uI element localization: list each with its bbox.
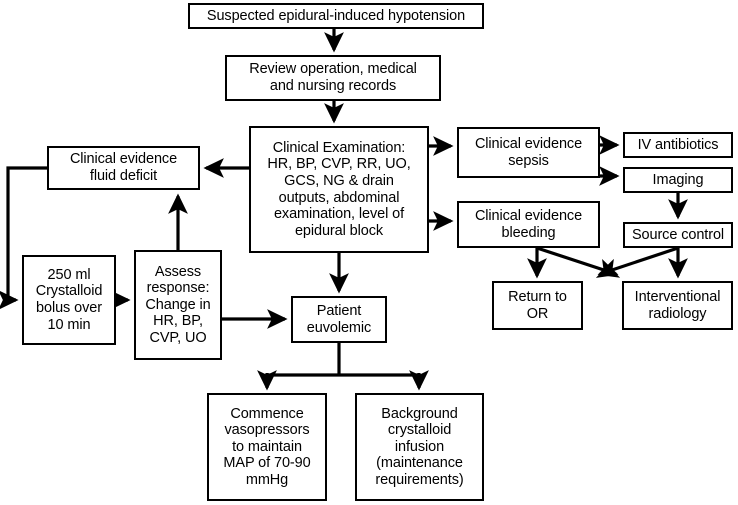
node-label: Patient euvolemic: [306, 302, 372, 336]
node-clinical-examination[interactable]: Clinical Examination: HR, BP, CVP, RR, U…: [249, 126, 429, 253]
node-assess-response[interactable]: Assess response: Change in HR, BP, CVP, …: [134, 250, 222, 360]
node-label: Return to OR: [508, 288, 567, 322]
node-iv-antibiotics[interactable]: IV antibiotics: [623, 132, 733, 158]
node-label: Source control: [631, 226, 725, 243]
edge-source-control-to-return-or: [597, 246, 679, 278]
edge-bleeding-to-interventional-radiology: [536, 246, 619, 278]
node-label: Clinical evidence fluid deficit: [69, 151, 178, 184]
node-background-crystalloid-infusion[interactable]: Background crystalloid infusion (mainten…: [355, 393, 484, 501]
node-label: Clinical evidence bleeding: [474, 207, 583, 241]
node-interventional-radiology[interactable]: Interventional radiology: [622, 281, 733, 330]
node-return-to-or[interactable]: Return to OR: [492, 281, 583, 330]
node-source-control[interactable]: Source control: [623, 222, 733, 248]
node-crystalloid-bolus[interactable]: 250 ml Crystalloid bolus over 10 min: [22, 255, 116, 345]
node-label: Suspected epidural-induced hypotension: [206, 7, 466, 24]
node-label: Clinical Examination: HR, BP, CVP, RR, U…: [267, 139, 411, 239]
node-label: Review operation, medical and nursing re…: [249, 61, 417, 94]
node-commence-vasopressors[interactable]: Commence vasopressors to maintain MAP of…: [207, 393, 327, 501]
node-suspected-hypotension[interactable]: Suspected epidural-induced hypotension: [188, 3, 484, 29]
edge-euvolemic-split-bus: [267, 343, 419, 377]
node-label: Background crystalloid infusion (mainten…: [375, 405, 464, 488]
node-label: 250 ml Crystalloid bolus over 10 min: [35, 266, 103, 333]
node-label: Clinical evidence sepsis: [474, 135, 583, 169]
node-clinical-evidence-fluid-deficit[interactable]: Clinical evidence fluid deficit: [47, 146, 200, 190]
node-review-records[interactable]: Review operation, medical and nursing re…: [225, 55, 441, 101]
node-clinical-evidence-bleeding[interactable]: Clinical evidence bleeding: [457, 201, 600, 248]
node-label: Interventional radiology: [634, 288, 721, 322]
node-clinical-evidence-sepsis[interactable]: Clinical evidence sepsis: [457, 127, 600, 178]
node-patient-euvolemic[interactable]: Patient euvolemic: [291, 296, 387, 343]
node-label: Imaging: [652, 171, 704, 188]
node-label: Commence vasopressors to maintain MAP of…: [223, 405, 311, 488]
node-label: IV antibiotics: [637, 136, 719, 153]
node-imaging[interactable]: Imaging: [623, 167, 733, 193]
edge-fluid-deficit-to-bolus: [0, 166, 47, 310]
node-label: Assess response: Change in HR, BP, CVP, …: [145, 263, 211, 346]
